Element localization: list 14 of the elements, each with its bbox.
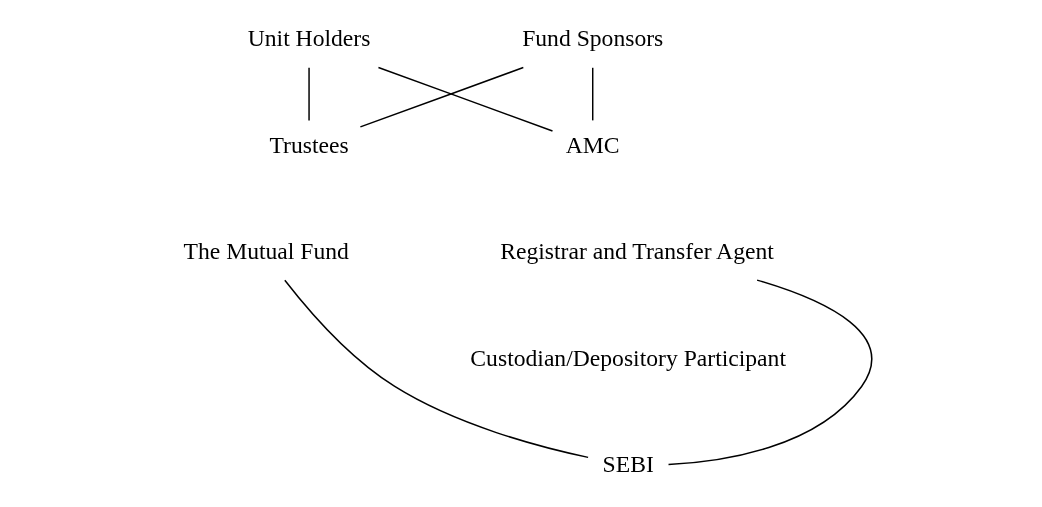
node-text: Registrar and Transfer Agent [499, 238, 774, 265]
connector [377, 66, 553, 132]
node-text: The Mutual Fund [183, 238, 349, 265]
node-text: Fund Sponsors [521, 25, 663, 52]
connector [591, 67, 593, 122]
connector [359, 66, 524, 128]
connector [667, 279, 872, 466]
node-text: Trustees [268, 131, 349, 158]
node-text: SEBI [602, 450, 654, 477]
node-text: AMC [565, 131, 620, 158]
connector [283, 279, 589, 459]
connector [307, 67, 310, 122]
label: Custodian/Depository Participant [469, 344, 786, 371]
node-text: Unit Holders [247, 25, 370, 52]
